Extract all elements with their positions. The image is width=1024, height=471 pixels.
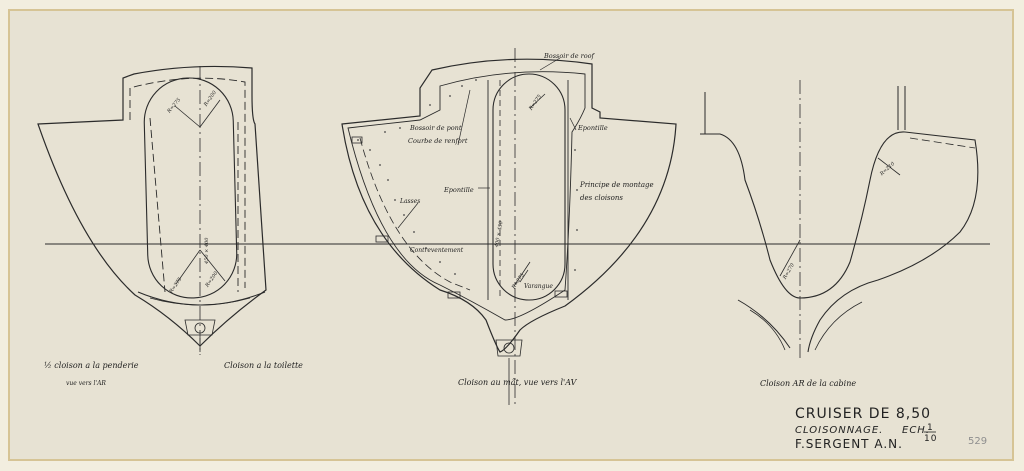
title-main: CRUISER DE 8,50 — [795, 406, 931, 422]
center-hull-outline — [341, 58, 677, 353]
left-opening — [143, 77, 238, 299]
title-block: CRUISER DE 8,50 CLOISONNAGE. ECH. 1 10 F… — [795, 406, 987, 451]
center-insulation-dots — [357, 79, 578, 275]
label-toilette: Cloison a la toilette — [224, 361, 303, 370]
label-varangue: Varangue — [524, 283, 553, 290]
label-r-right-mid: R=270 — [782, 262, 797, 282]
label-principe2: des cloisons — [580, 194, 623, 202]
label-mat: Cloison au mât, vue vers l'AV — [458, 378, 578, 387]
label-contreventement: Contreventement — [410, 247, 464, 254]
label-lasses: Lasses — [399, 198, 420, 205]
paper-background — [8, 9, 1014, 461]
stamp-number: 529 — [968, 436, 987, 447]
center-inner-liner — [347, 71, 586, 321]
label-bossoir-roof: Bossoir de roof — [543, 52, 596, 60]
label-r-center-top: R=275 — [527, 94, 543, 113]
label-penderie-sub: vue vers l'AR — [66, 380, 106, 387]
label-epontille-mid: Epontille — [443, 186, 474, 194]
right-bulkhead-section — [700, 80, 979, 360]
label-principe: Principe de montage — [579, 181, 654, 189]
label-bossoir-pont: Bossoir de pont — [409, 124, 462, 132]
left-keel-block — [184, 319, 216, 336]
center-opening — [492, 73, 566, 301]
scale-den: 10 — [924, 434, 937, 444]
label-cabine: Cloison AR de la cabine — [760, 379, 856, 388]
center-bulkhead-section — [341, 48, 677, 405]
right-hull-outline — [700, 131, 979, 353]
left-inner-frame — [129, 77, 246, 288]
label-epontille-top: Epontille — [577, 124, 608, 132]
label-r-left-top1: R=275 — [166, 97, 182, 115]
left-hull-outline — [37, 65, 267, 347]
label-r-center-mid: 400 × 450 — [494, 220, 505, 249]
label-r-left-bot1: R=275 — [168, 277, 184, 296]
label-r-right-top: R=210 — [878, 160, 896, 177]
scale-num: 1 — [927, 423, 934, 433]
label-r-left-mid: 450 × 400 — [204, 237, 210, 265]
left-bulkhead-section — [37, 65, 267, 355]
author: F.SERGENT A.N. — [795, 437, 903, 451]
label-penderie: ½ cloison a la penderie — [44, 361, 139, 370]
title-sub: CLOISONNAGE. — [795, 425, 883, 436]
scale-label: ECH. — [902, 425, 930, 436]
label-courbe: Courbe de renfort — [408, 137, 468, 145]
label-r-left-bot2: R=200 — [204, 270, 220, 289]
